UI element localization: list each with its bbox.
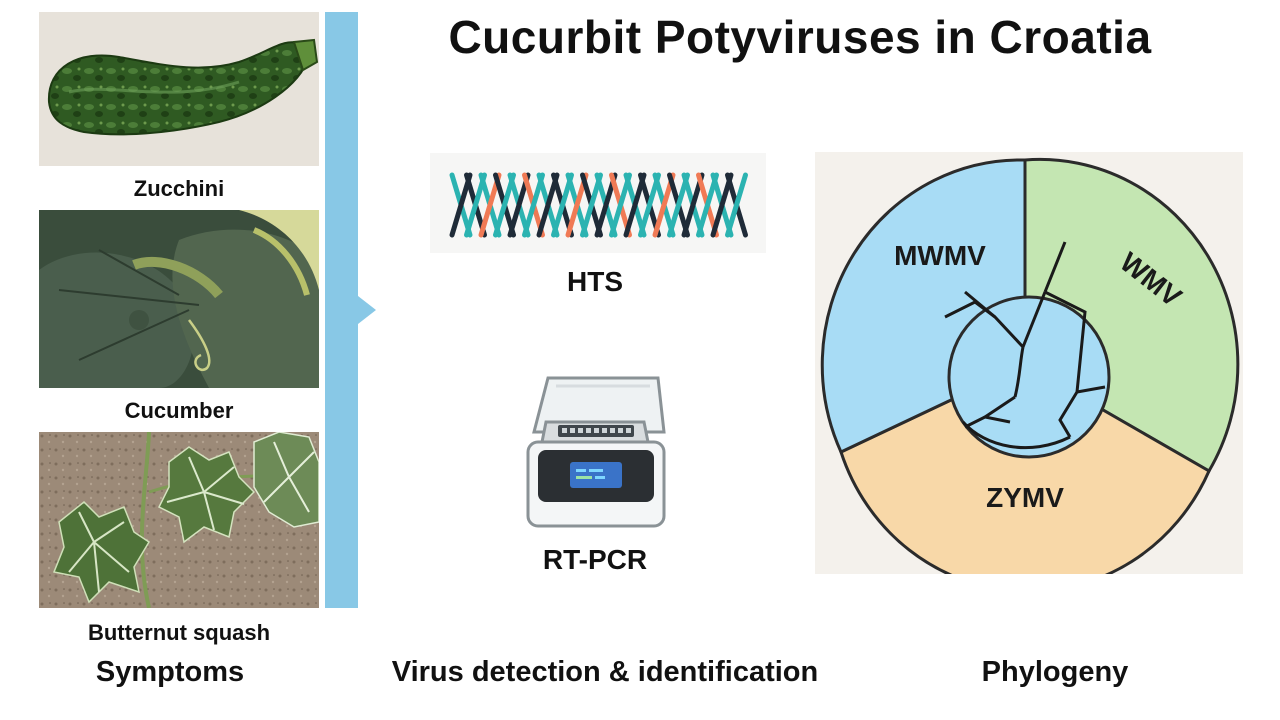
- dna-helix-icon: [430, 153, 766, 253]
- rtpcr-label: RT-PCR: [542, 544, 648, 575]
- clade-label-mwmv: MWMV: [894, 240, 986, 271]
- zucchini-caption: Zucchini: [133, 176, 225, 201]
- detection-section-label: Virus detection & identification: [391, 656, 819, 688]
- butternut-squash-leaf-photo: [39, 432, 319, 608]
- hts-label: HTS: [567, 266, 623, 297]
- cucumber-leaf-photo: [39, 210, 319, 388]
- cucumber-caption: Cucumber: [124, 398, 234, 423]
- page-title: Cucurbit Potyviruses in Croatia: [448, 11, 1152, 63]
- clade-label-zymv: ZYMV: [986, 482, 1064, 513]
- arrow-right-icon: [358, 296, 376, 324]
- zucchini-photo: [39, 12, 319, 166]
- thermocycler-icon: [520, 372, 670, 532]
- butternut-squash-caption: Butternut squash: [87, 620, 271, 645]
- flow-bar: [325, 12, 358, 608]
- phylogeny-tree: MWMV WMV ZYMV: [815, 152, 1243, 593]
- symptoms-section-label: Symptoms: [95, 656, 245, 688]
- phylogeny-section-label: Phylogeny: [981, 656, 1129, 688]
